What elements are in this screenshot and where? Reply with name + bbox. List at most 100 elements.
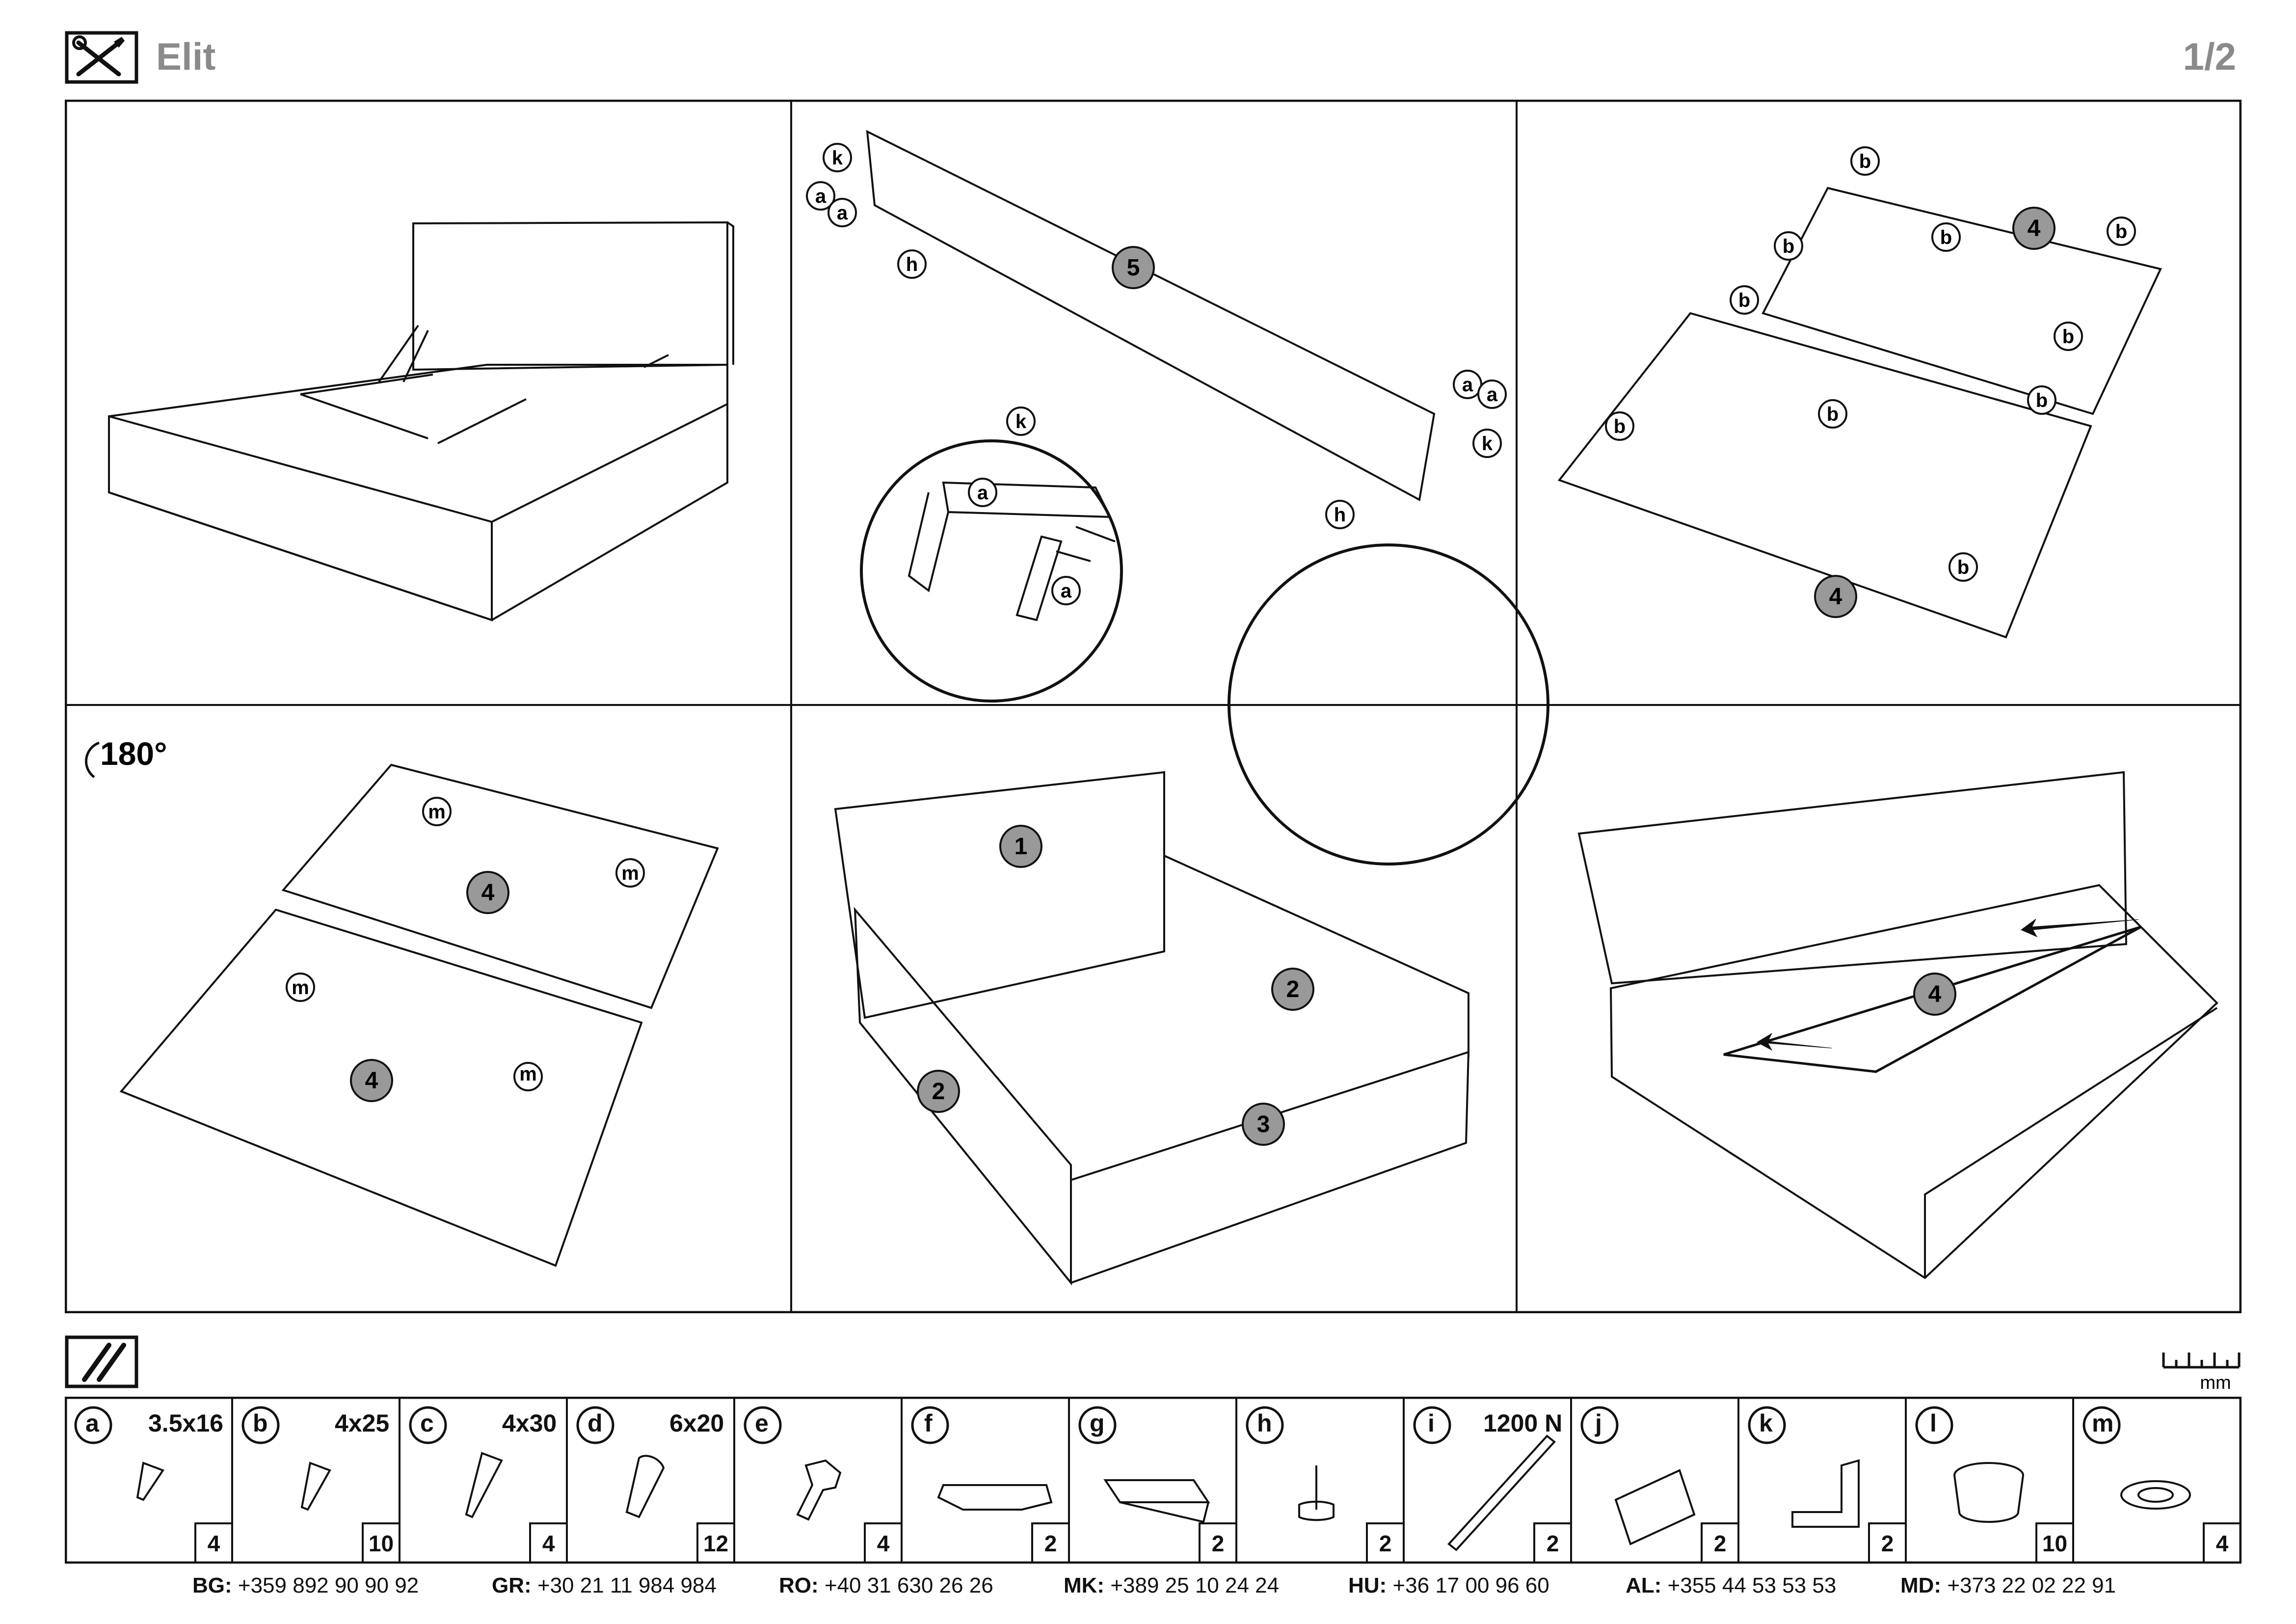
bracket-plate-icon bbox=[937, 1484, 1053, 1511]
svg-text:b: b bbox=[1827, 404, 1839, 425]
part-count-j: 2 bbox=[1713, 1531, 1727, 1556]
part-count-g: 2 bbox=[1211, 1531, 1225, 1556]
part-spec-a: 3.5x16 bbox=[148, 1409, 223, 1437]
felt-nail-icon bbox=[1298, 1465, 1335, 1521]
rotate-label: 180° bbox=[100, 735, 167, 772]
step6-insert-base bbox=[1577, 771, 2218, 1279]
step4-grommets bbox=[85, 741, 719, 1267]
svg-text:a: a bbox=[1061, 580, 1072, 602]
svg-text:a: a bbox=[1487, 384, 1498, 406]
svg-text:k: k bbox=[1482, 433, 1493, 455]
svg-text:b: b bbox=[1783, 236, 1794, 257]
svg-text:a: a bbox=[977, 482, 988, 504]
svg-text:b: b bbox=[1859, 151, 1871, 172]
insert-arrows bbox=[1756, 919, 2139, 1051]
document-title: Elit bbox=[156, 35, 216, 78]
step3-base-feet bbox=[1557, 187, 2162, 639]
part-letter-b: b bbox=[253, 1409, 268, 1437]
svg-text:k: k bbox=[832, 147, 843, 169]
contact-mk: MK: +389 25 10 24 24 bbox=[1064, 1573, 1280, 1597]
part-letter-i: i bbox=[1428, 1409, 1435, 1437]
svg-text:4: 4 bbox=[1928, 981, 1942, 1007]
parts-grid bbox=[65, 1397, 2242, 1564]
part-count-l: 10 bbox=[2042, 1531, 2068, 1556]
part-count-b: 10 bbox=[368, 1531, 394, 1556]
part-count-e: 4 bbox=[877, 1531, 890, 1556]
corner-bracket-icon bbox=[1791, 1459, 1860, 1528]
contact-phones: BG: +359 892 90 90 92 GR: +30 21 11 984 … bbox=[65, 1573, 2242, 1608]
part-letter-d: d bbox=[587, 1409, 603, 1437]
part-letter-g: g bbox=[1090, 1409, 1105, 1437]
contact-gr: GR: +30 21 11 984 984 bbox=[492, 1573, 717, 1597]
svg-text:b: b bbox=[2062, 326, 2074, 348]
svg-text:a: a bbox=[837, 202, 848, 224]
part-letter-e: e bbox=[755, 1409, 769, 1437]
svg-text:3: 3 bbox=[1257, 1111, 1270, 1137]
assembly-steps-grid: 5 k a a h h a a k k a a 4 4 b b b b b b bbox=[65, 100, 2242, 1313]
svg-text:h: h bbox=[1334, 504, 1346, 526]
contact-bg: BG: +359 892 90 90 92 bbox=[192, 1573, 419, 1597]
screw-icon bbox=[136, 1462, 165, 1501]
part-spec-b: 4x25 bbox=[335, 1409, 390, 1437]
svg-text:b: b bbox=[1614, 416, 1626, 437]
screw-icon bbox=[300, 1462, 331, 1511]
svg-text:4: 4 bbox=[481, 880, 495, 906]
part-spec-d: 6x20 bbox=[669, 1409, 724, 1437]
part-count-h: 2 bbox=[1379, 1531, 1392, 1556]
part-letter-f: f bbox=[924, 1409, 933, 1437]
part-letter-c: c bbox=[420, 1409, 434, 1437]
part-count-d: 12 bbox=[703, 1531, 729, 1556]
step2-labels: 5 k a a h h a a k k a a bbox=[806, 143, 1507, 605]
part-count-a: 4 bbox=[207, 1531, 220, 1556]
velcro-tape-icon bbox=[1614, 1469, 1696, 1545]
contact-hu: HU: +36 17 00 96 60 bbox=[1348, 1573, 1549, 1597]
step5-frame-assembly bbox=[834, 543, 1549, 1286]
svg-text:m: m bbox=[621, 863, 639, 884]
part-count-i: 2 bbox=[1546, 1531, 1559, 1556]
svg-text:4: 4 bbox=[1829, 584, 1842, 610]
svg-text:1: 1 bbox=[1015, 834, 1028, 860]
unit-label: mm bbox=[2200, 1373, 2231, 1392]
angle-bracket-icon bbox=[1103, 1479, 1210, 1523]
contact-md: MD: +373 22 02 22 91 bbox=[1900, 1573, 2116, 1597]
part-letter-j: j bbox=[1595, 1409, 1602, 1437]
part-letter-a: a bbox=[85, 1409, 99, 1437]
contact-ro: RO: +40 31 630 26 26 bbox=[779, 1573, 993, 1597]
crossbar-number: 5 bbox=[1127, 255, 1140, 281]
hardware-icon bbox=[65, 1335, 138, 1388]
svg-text:b: b bbox=[2036, 390, 2048, 411]
grommet-icon bbox=[2120, 1480, 2191, 1510]
svg-text:4: 4 bbox=[365, 1068, 378, 1094]
gas-spring-icon bbox=[1447, 1435, 1556, 1551]
svg-text:k: k bbox=[1015, 411, 1027, 433]
svg-text:4: 4 bbox=[2028, 216, 2041, 242]
svg-text:2: 2 bbox=[932, 1079, 945, 1105]
part-count-m: 4 bbox=[2216, 1531, 2229, 1556]
svg-text:m: m bbox=[292, 977, 309, 999]
bolt-icon bbox=[625, 1455, 665, 1518]
step1-bed-assembled bbox=[108, 221, 734, 622]
part-letter-l: l bbox=[1930, 1409, 1937, 1437]
hex-bolt-icon bbox=[796, 1459, 842, 1521]
part-letter-m: m bbox=[2092, 1409, 2114, 1437]
part-spec-i: 1200 N bbox=[1483, 1409, 1563, 1437]
svg-text:b: b bbox=[1957, 557, 1969, 578]
svg-text:b: b bbox=[1738, 290, 1750, 311]
tools-icon bbox=[65, 31, 138, 84]
svg-text:b: b bbox=[2115, 221, 2127, 243]
part-count-k: 2 bbox=[1881, 1531, 1894, 1556]
part-count-f: 2 bbox=[1044, 1531, 1057, 1556]
svg-text:m: m bbox=[428, 801, 446, 823]
svg-text:b: b bbox=[1940, 227, 1952, 248]
plastic-foot-icon bbox=[1953, 1462, 2025, 1523]
part-letter-k: k bbox=[1759, 1409, 1773, 1437]
svg-text:a: a bbox=[815, 186, 827, 207]
svg-text:m: m bbox=[519, 1063, 537, 1085]
svg-text:2: 2 bbox=[1286, 976, 1300, 1002]
step2-crossbar-bracket bbox=[860, 130, 1436, 703]
part-spec-c: 4x30 bbox=[502, 1409, 557, 1437]
hardware-parts-list: a b c d e f g h i j k l m 3.5x16 4x25 4x… bbox=[65, 1397, 2242, 1564]
step3-labels: 4 4 b b b b b b b b b b bbox=[1605, 146, 2136, 618]
ruler-icon: mm bbox=[2162, 1353, 2241, 1392]
part-letter-h: h bbox=[1257, 1409, 1272, 1437]
